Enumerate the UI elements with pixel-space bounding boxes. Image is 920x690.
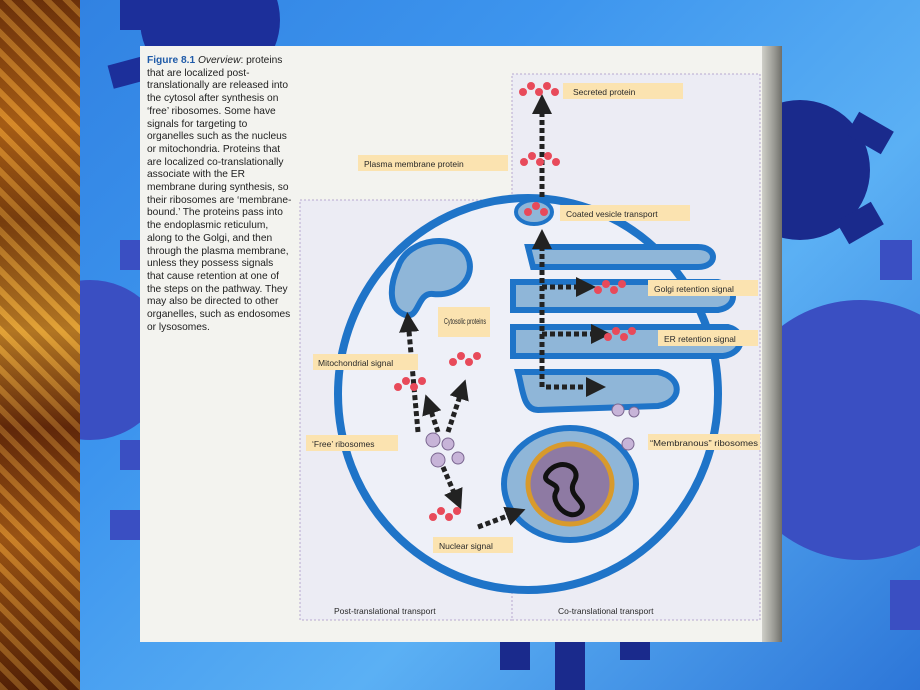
post-translational-transport-label: Post-translational transport	[334, 606, 436, 616]
caption-heading: Overview	[197, 55, 241, 66]
co-translational-transport-label: Co-translational transport	[558, 606, 654, 616]
secreted-protein-label: Secreted protein	[573, 87, 636, 97]
figure-caption: Figure 8.1 Overview: proteins that are l…	[147, 55, 292, 333]
plasma-membrane-protein-box	[358, 155, 508, 171]
page-binding-shadow	[762, 46, 782, 642]
plasma-membrane-protein-label: Plasma membrane protein	[364, 159, 464, 169]
caption-text: proteins that are localized post-transla…	[147, 55, 292, 333]
mitochondrial-arrow	[422, 394, 442, 433]
decorative-left-strip	[0, 0, 80, 690]
golgi-retention-label: Golgi retention signal	[654, 284, 734, 294]
gear-decoration-right	[780, 100, 920, 630]
nucleus	[525, 441, 615, 527]
cytosolic-proteins-arrow	[399, 312, 421, 433]
golgi-retention-box	[648, 280, 758, 296]
er-retention-box	[658, 330, 758, 346]
nuclear-signal-box	[433, 537, 513, 553]
golgi-stack-1	[524, 244, 716, 270]
chromatin	[543, 462, 585, 517]
caption-label: Figure 8.1	[147, 55, 196, 66]
free-ribosomes-box	[306, 435, 398, 451]
membranous-ribosomes-box	[648, 434, 760, 450]
nuclear-arrow	[440, 466, 463, 510]
ribosomes	[425, 403, 640, 468]
er-retention-label: ER retention signal	[664, 334, 736, 344]
coated-vesicle-label: Coated vesicle transport	[566, 209, 658, 219]
coated-vesicle	[514, 198, 554, 226]
nuclear-import-arrow	[477, 506, 526, 530]
cytosolic-proteins-box	[438, 307, 490, 337]
secreted-protein-box	[563, 83, 683, 99]
protein-clusters	[394, 82, 636, 521]
nuclear-signal-label: Nuclear signal	[439, 541, 493, 551]
mitochondrial-signal-label: Mitochondrial signal	[318, 358, 393, 368]
coated-vesicle-box	[560, 205, 690, 221]
cytosolic-proteins-label: Cytosolic proteins	[444, 316, 486, 326]
mitochondrial-signal-box	[313, 354, 418, 370]
mitochondrion	[388, 238, 473, 319]
cell-diagram: Secreted protein Plasma membrane protein…	[299, 73, 761, 621]
membranous-ribosomes-label: “Membranous” ribosomes	[650, 438, 758, 448]
free-ribosomes-label: ‘Free’ ribosomes	[312, 439, 375, 449]
